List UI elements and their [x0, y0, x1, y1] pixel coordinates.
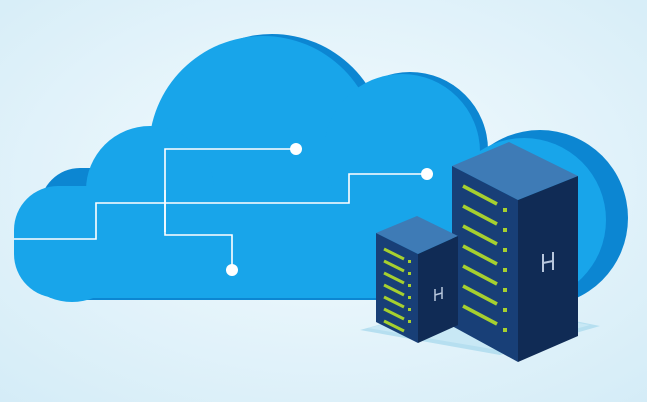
circuit-node [290, 143, 302, 155]
server-large-front [452, 166, 518, 362]
cloud-body [14, 36, 606, 302]
circuit-line-bottom [164, 190, 233, 270]
logo-mark-icon [542, 252, 554, 272]
circuit-line-icon [14, 148, 427, 270]
logo-mark-icon [434, 287, 443, 301]
server-small-status-leds [408, 260, 411, 323]
server-large-top [452, 142, 578, 200]
server-large-side [518, 176, 578, 362]
circuit-node [226, 264, 238, 276]
server-large-status-leds [503, 208, 507, 332]
server-icon [452, 142, 578, 362]
circuit-line-middle [14, 173, 427, 240]
server-small-top [376, 216, 458, 254]
server-small-leds [383, 247, 405, 333]
cloud-icon [14, 34, 628, 306]
circuit-node [421, 168, 433, 180]
server-icon [376, 216, 458, 343]
server-large-leds [462, 184, 498, 326]
circuit-nodes [226, 143, 433, 276]
server-small-front [376, 233, 418, 343]
server-small-side [418, 236, 458, 343]
